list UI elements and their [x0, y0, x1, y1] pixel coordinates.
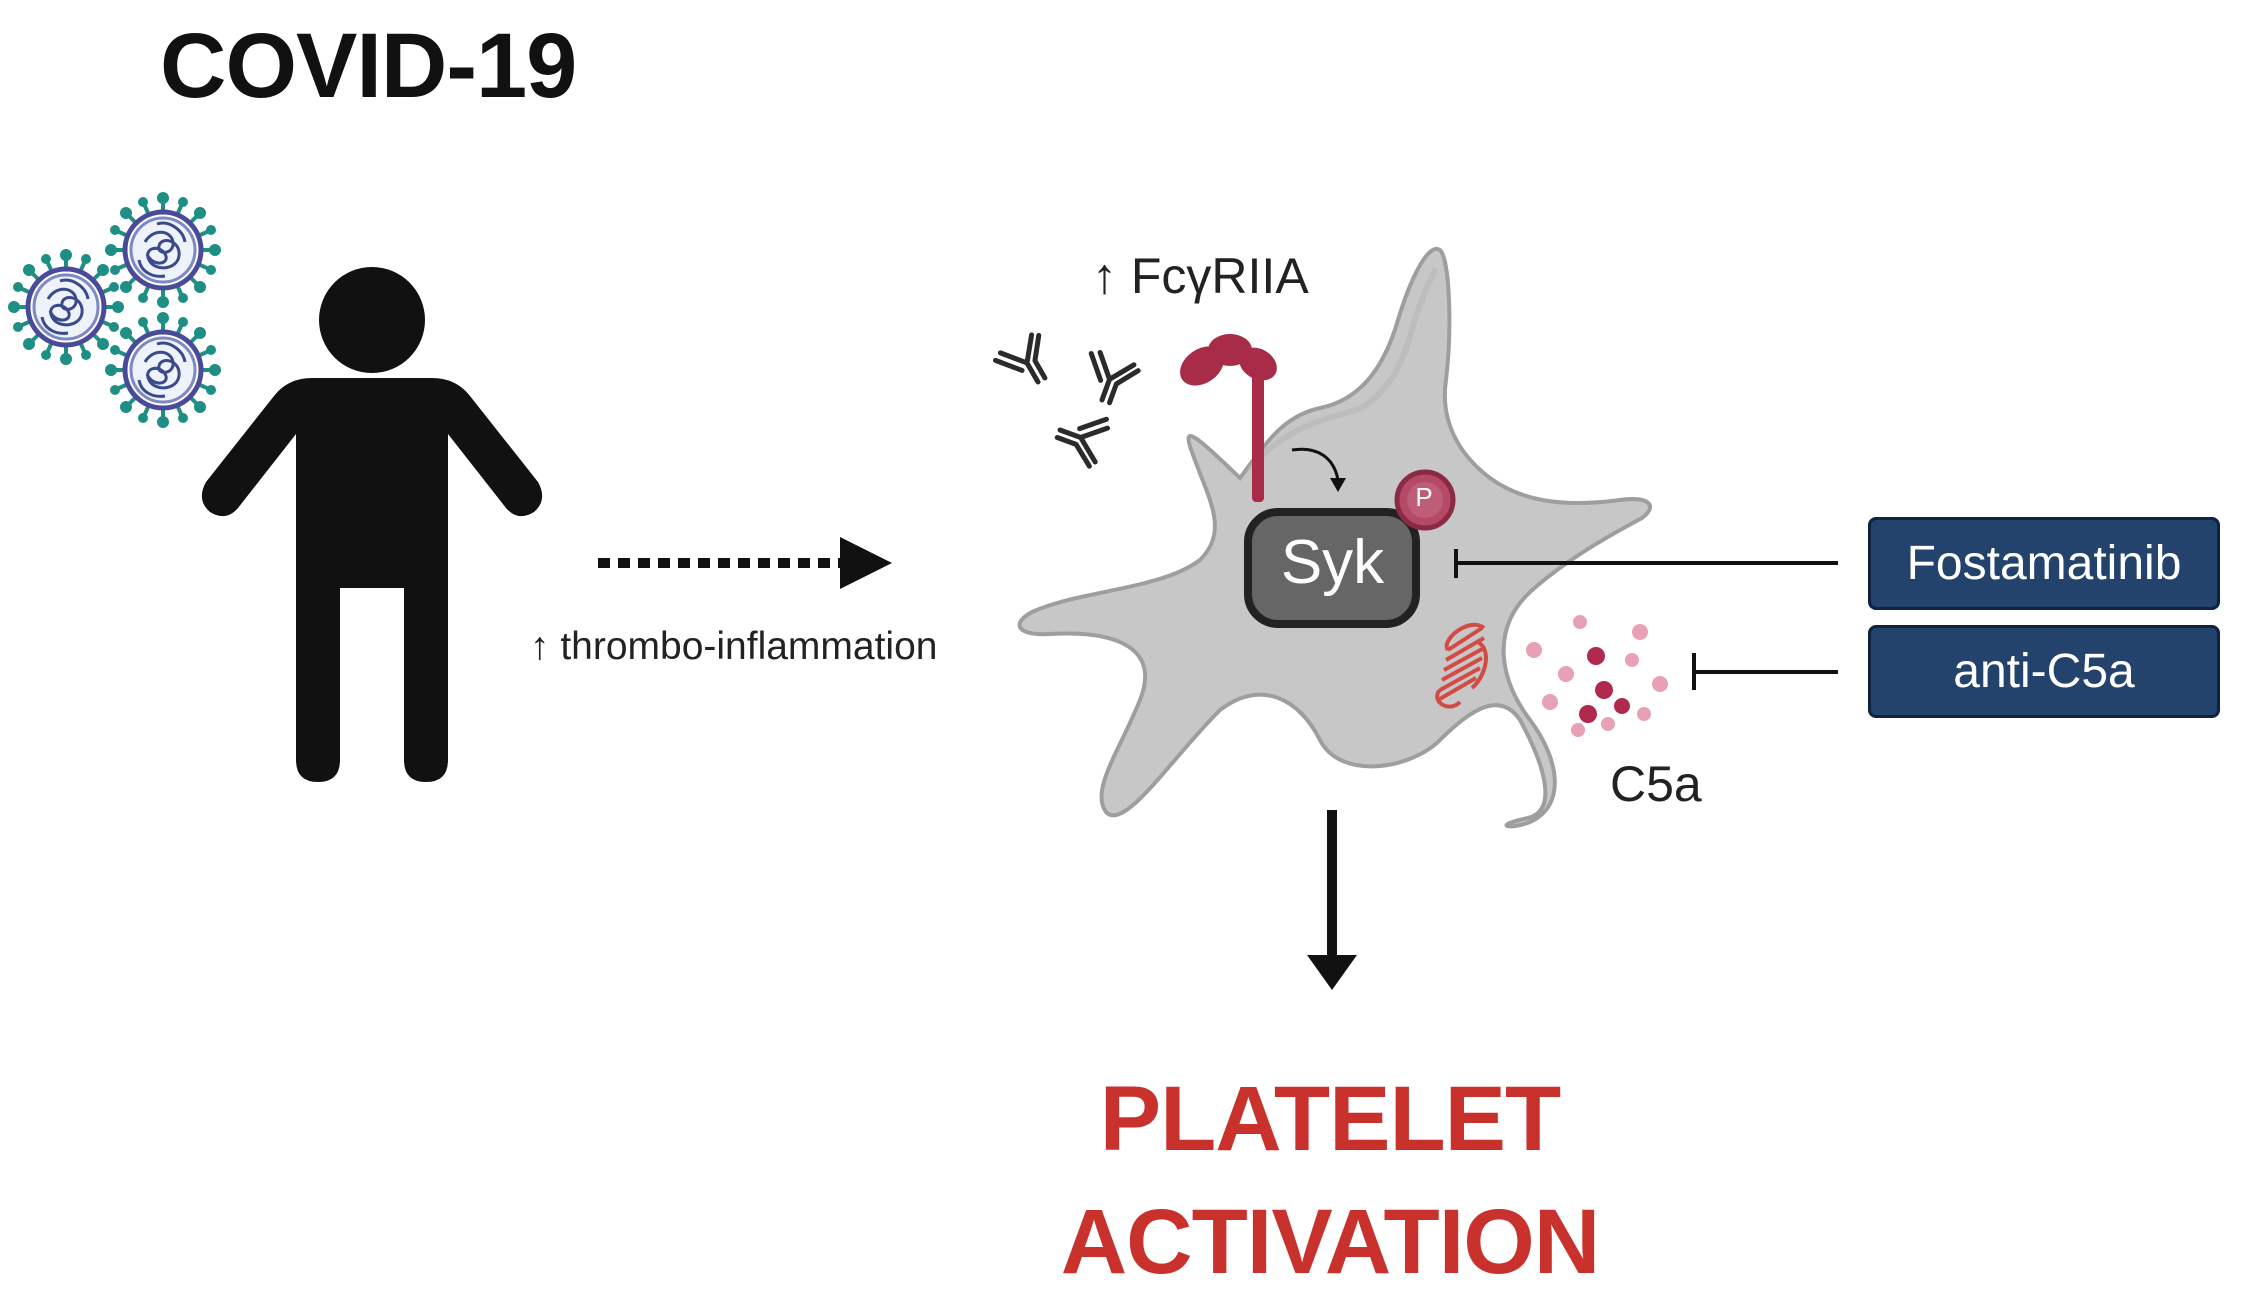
- syk-box: [1244, 508, 1420, 628]
- outcome-line-2: ACTIVATION: [1060, 1191, 1601, 1293]
- fcgr-receptor-icon: [1180, 334, 1277, 502]
- outcome-line-1: PLATELET: [1099, 1068, 1562, 1170]
- inhibition-line-fostamatinib: [1454, 549, 1838, 578]
- anti-c5a-box: anti-C5a: [1868, 625, 2220, 718]
- signal-arrow: [1291, 447, 1346, 492]
- fostamatinib-box: Fostamatinib: [1868, 517, 2220, 610]
- c5a-receptor-icon: [1435, 622, 1488, 709]
- antibody-icon: [993, 332, 1058, 395]
- c5a-label: C5a: [1610, 756, 1702, 812]
- fcgr-label: ↑ FcγRIIA: [1092, 248, 1309, 304]
- virus-icon: [8, 249, 124, 365]
- antibody-icon: [1052, 406, 1110, 468]
- c5a-molecules: [1526, 615, 1668, 737]
- page-title: COVID-19: [160, 15, 577, 117]
- inhibition-line-antic5a: [1692, 653, 1838, 690]
- thrombo-inflammation-label: ↑ thrombo-inflammation: [530, 625, 938, 668]
- phosphate-label: P: [1415, 482, 1433, 512]
- syk-label: Syk: [1280, 528, 1385, 597]
- antibody-icon: [1078, 350, 1140, 408]
- virus-icon: [105, 192, 221, 308]
- dotted-arrow: [598, 537, 892, 589]
- person-icon: [201, 267, 543, 782]
- virus-icon: [105, 312, 221, 428]
- down-arrow: [1307, 810, 1357, 990]
